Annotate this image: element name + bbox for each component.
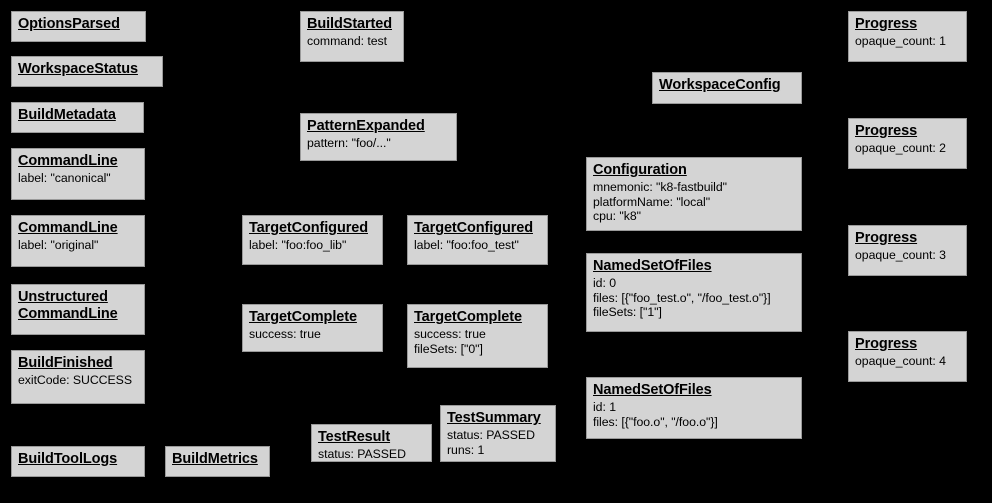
node-title: TargetConfigured xyxy=(249,220,368,236)
node-title: Configuration xyxy=(593,162,687,178)
node-field: id: 0 xyxy=(593,276,616,291)
node-field: success: true xyxy=(249,327,321,342)
node-field: label: "original" xyxy=(18,238,99,253)
node-unstructured-cmdline[interactable]: Unstructured CommandLine xyxy=(11,284,145,335)
node-field: files: [{"foo.o", "/foo.o"}] xyxy=(593,414,718,429)
node-target-configured-test[interactable]: TargetConfigured label: "foo:foo_test" xyxy=(407,215,548,265)
node-field: fileSets: ["1"] xyxy=(593,305,662,320)
node-field: label: "canonical" xyxy=(18,171,111,186)
node-title: Progress xyxy=(855,16,918,32)
node-title: BuildStarted xyxy=(307,16,393,32)
node-workspace-status[interactable]: WorkspaceStatus xyxy=(11,56,163,87)
node-workspace-config[interactable]: WorkspaceConfig xyxy=(652,72,802,104)
node-progress-4[interactable]: Progress opaque_count: 4 xyxy=(848,331,967,382)
node-field: fileSets: ["0"] xyxy=(414,341,483,356)
node-pattern-expanded[interactable]: PatternExpanded pattern: "foo/..." xyxy=(300,113,457,161)
node-title: Progress xyxy=(855,123,918,139)
node-field: label: "foo:foo_lib" xyxy=(249,238,347,253)
node-field: command: test xyxy=(307,34,387,49)
node-field: exitCode: SUCCESS xyxy=(18,373,132,388)
node-command-line-original[interactable]: CommandLine label: "original" xyxy=(11,215,145,267)
node-target-configured-lib[interactable]: TargetConfigured label: "foo:foo_lib" xyxy=(242,215,383,265)
node-field: files: [{"foo_test.o", "/foo_test.o"}] xyxy=(593,290,771,305)
node-title: CommandLine xyxy=(18,220,118,236)
node-title: NamedSetOfFiles xyxy=(593,382,712,398)
node-title: CommandLine xyxy=(18,153,118,169)
node-configuration[interactable]: Configuration mnemonic: "k8-fastbuild"pla… xyxy=(586,157,802,231)
node-build-tool-logs[interactable]: BuildToolLogs xyxy=(11,446,145,477)
node-title: Progress xyxy=(855,230,918,246)
node-field: platformName: "local" xyxy=(593,194,711,209)
node-target-complete-lib[interactable]: TargetComplete success: true xyxy=(242,304,383,352)
node-command-line-canonical[interactable]: CommandLine label: "canonical" xyxy=(11,148,145,200)
node-options-parsed[interactable]: OptionsParsed xyxy=(11,11,146,42)
node-field: opaque_count: 4 xyxy=(855,354,946,369)
node-field: id: 1 xyxy=(593,400,616,415)
node-progress-1[interactable]: Progress opaque_count: 1 xyxy=(848,11,967,62)
node-title: WorkspaceStatus xyxy=(18,61,138,77)
node-title: TargetComplete xyxy=(249,309,357,325)
node-field: mnemonic: "k8-fastbuild" xyxy=(593,180,727,195)
node-field: cpu: "k8" xyxy=(593,209,641,224)
node-title: Unstructured CommandLine xyxy=(18,289,118,323)
node-field: status: PASSED xyxy=(447,428,535,443)
node-title: WorkspaceConfig xyxy=(659,77,781,93)
node-build-metrics[interactable]: BuildMetrics xyxy=(165,446,270,477)
node-build-metadata[interactable]: BuildMetadata xyxy=(11,102,144,133)
node-title: TestSummary xyxy=(447,410,541,426)
node-title: BuildMetrics xyxy=(172,451,258,467)
node-title: TargetComplete xyxy=(414,309,522,325)
node-field: label: "foo:foo_test" xyxy=(414,238,519,253)
node-build-finished[interactable]: BuildFinished exitCode: SUCCESS xyxy=(11,350,145,404)
node-title: TestResult xyxy=(318,429,391,445)
node-progress-2[interactable]: Progress opaque_count: 2 xyxy=(848,118,967,169)
node-title: PatternExpanded xyxy=(307,118,425,134)
node-title: OptionsParsed xyxy=(18,16,120,32)
node-progress-3[interactable]: Progress opaque_count: 3 xyxy=(848,225,967,276)
node-field: success: true xyxy=(414,327,486,342)
node-test-result[interactable]: TestResult status: PASSED xyxy=(311,424,432,462)
node-title: TargetConfigured xyxy=(414,220,533,236)
node-field: opaque_count: 2 xyxy=(855,141,946,156)
node-build-started[interactable]: BuildStarted command: test xyxy=(300,11,404,62)
node-title: NamedSetOfFiles xyxy=(593,258,712,274)
node-field: opaque_count: 3 xyxy=(855,248,946,263)
node-field: pattern: "foo/..." xyxy=(307,136,391,151)
node-field: status: PASSED xyxy=(318,447,406,462)
node-title: BuildMetadata xyxy=(18,107,116,123)
node-title: BuildFinished xyxy=(18,355,113,371)
node-title: Progress xyxy=(855,336,918,352)
node-field: runs: 1 xyxy=(447,442,485,457)
node-field: opaque_count: 1 xyxy=(855,34,946,49)
node-title: BuildToolLogs xyxy=(18,451,118,467)
